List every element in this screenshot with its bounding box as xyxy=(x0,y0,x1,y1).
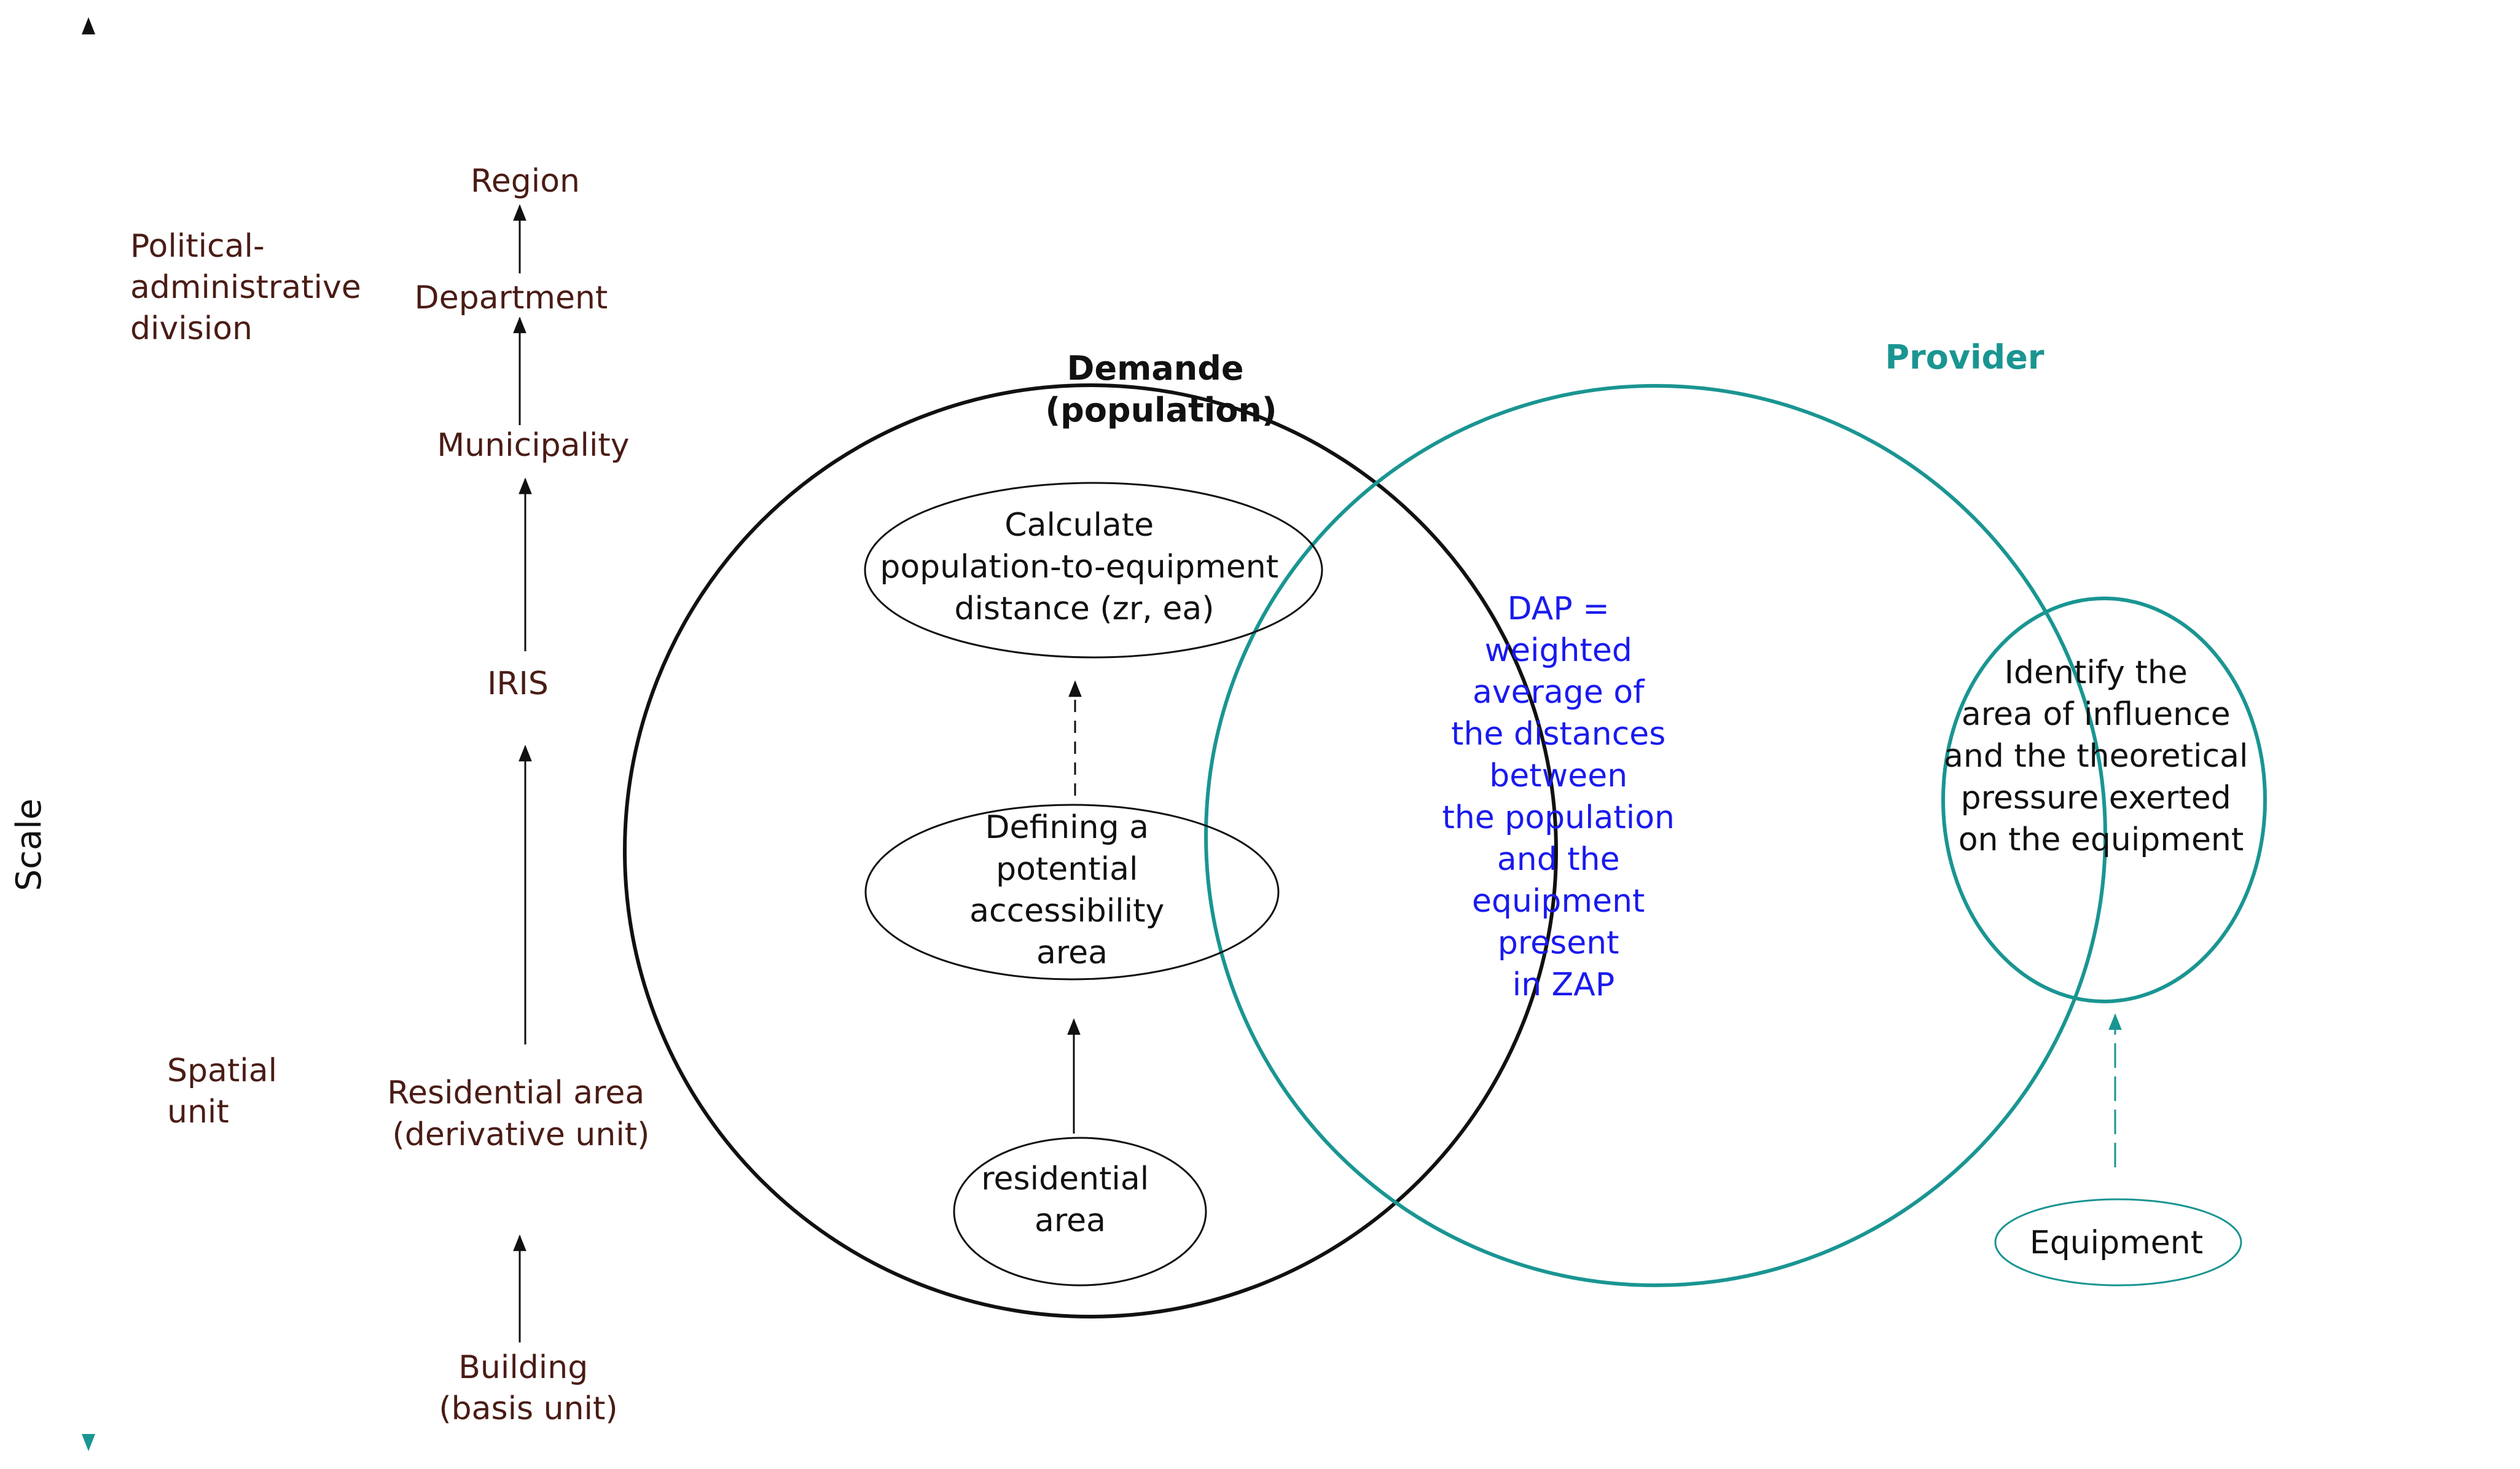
hierarchy-municipality: Municipality xyxy=(437,427,629,464)
scale-label: Scale xyxy=(9,799,49,891)
hierarchy-iris: IRIS xyxy=(487,665,549,702)
equipment-text: Equipment xyxy=(2030,1224,2203,1261)
demand-circle xyxy=(623,383,1558,1318)
hierarchy-department: Department xyxy=(415,280,608,316)
demand-title: Demande (population) xyxy=(1045,349,1277,429)
defining-area-ellipse xyxy=(864,804,1280,981)
political-administrative-label: Political- administrative division xyxy=(130,228,371,347)
scale-arrowhead-bottom xyxy=(82,1434,95,1451)
hierarchy-building: Building (basis unit) xyxy=(439,1349,617,1427)
residential-area-ellipse xyxy=(953,1137,1207,1287)
calculate-distance-text: Calculate population-to-equipment distan… xyxy=(880,507,1288,627)
provider-circle xyxy=(1204,384,2107,1287)
identify-influence-ellipse xyxy=(1941,597,2267,1003)
dap-definition-text: DAP = weighted average of the distances … xyxy=(1442,590,1685,1003)
spatial-unit-label: Spatial unit xyxy=(167,1052,288,1130)
hierarchy-residential-area: Residential area (derivative unit) xyxy=(387,1075,654,1153)
identify-influence-text: Identify the area of influence and the t… xyxy=(1944,654,2258,858)
provider-title: Provider xyxy=(1885,338,2045,377)
hierarchy-region: Region xyxy=(471,163,580,200)
defining-area-text: Defining a potential accessibility area xyxy=(969,809,1175,971)
equipment-ellipse xyxy=(1994,1198,2242,1287)
scale-arrowhead-top xyxy=(82,17,95,34)
calculate-distance-ellipse xyxy=(864,482,1323,659)
residential-area-text: residential area xyxy=(981,1161,1159,1239)
